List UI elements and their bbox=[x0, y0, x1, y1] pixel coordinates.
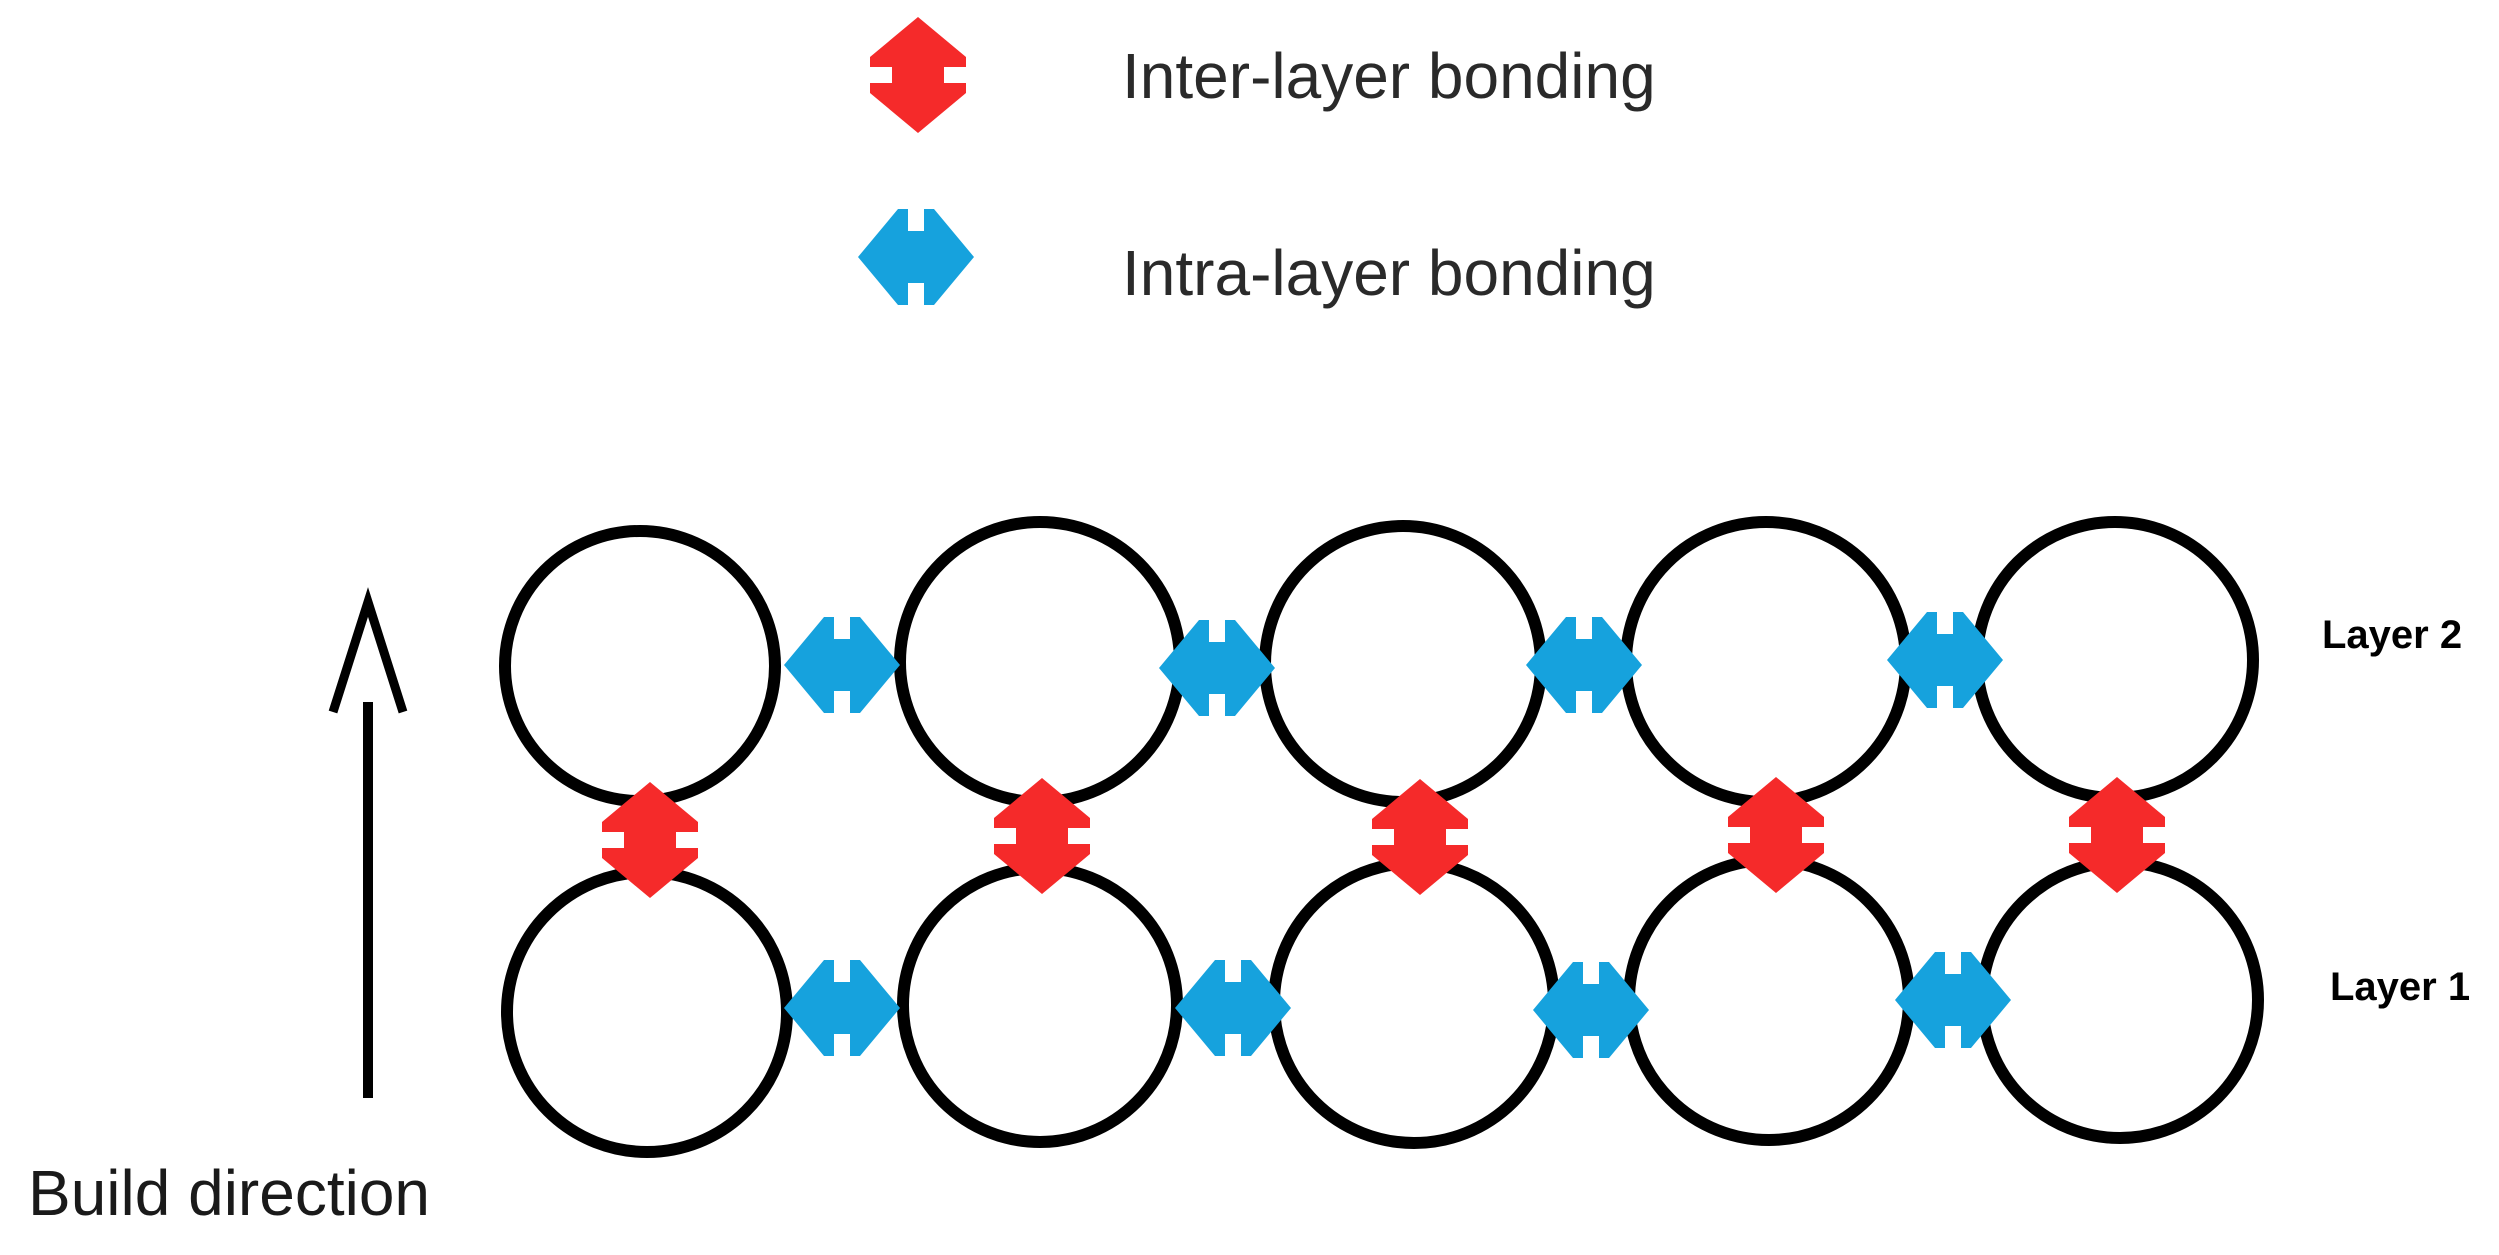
filament-circle bbox=[1268, 857, 1560, 1149]
blue-horizontal-arrow-icon bbox=[1895, 952, 2011, 1048]
filament-circle bbox=[1971, 516, 2259, 804]
build-direction-arrow: Build direction bbox=[28, 587, 430, 1229]
layer-1-label: Layer 1 bbox=[2330, 965, 2470, 1009]
layer-2-label: Layer 2 bbox=[2322, 613, 2462, 657]
blue-horizontal-arrow-icon bbox=[784, 960, 900, 1056]
legend: Inter-layer bonding Intra-layer bonding bbox=[858, 17, 1656, 309]
filament-circle bbox=[499, 525, 781, 807]
red-vertical-arrow-icon bbox=[870, 17, 966, 133]
build-direction-label: Build direction bbox=[28, 1157, 430, 1229]
filament-circle bbox=[897, 862, 1183, 1148]
filament-circle bbox=[1259, 520, 1547, 808]
legend-item-inter: Inter-layer bonding bbox=[870, 17, 1656, 133]
intra-layer-bonds-layer-2 bbox=[784, 612, 2003, 716]
intra-layer-bonds-layer-1 bbox=[784, 952, 2011, 1058]
filament-circle bbox=[1620, 516, 1912, 808]
blue-horizontal-arrow-icon bbox=[784, 617, 900, 713]
filament-circle bbox=[894, 516, 1186, 808]
legend-label-inter: Inter-layer bonding bbox=[1122, 40, 1656, 112]
filament-circle bbox=[501, 866, 793, 1158]
legend-item-intra: Intra-layer bonding bbox=[858, 209, 1656, 309]
blue-horizontal-arrow-icon bbox=[858, 209, 974, 305]
legend-label-intra: Intra-layer bonding bbox=[1122, 237, 1656, 309]
up-arrow-icon bbox=[328, 587, 408, 1098]
filament-circle bbox=[1623, 854, 1915, 1146]
filament-circle bbox=[1976, 856, 2264, 1144]
